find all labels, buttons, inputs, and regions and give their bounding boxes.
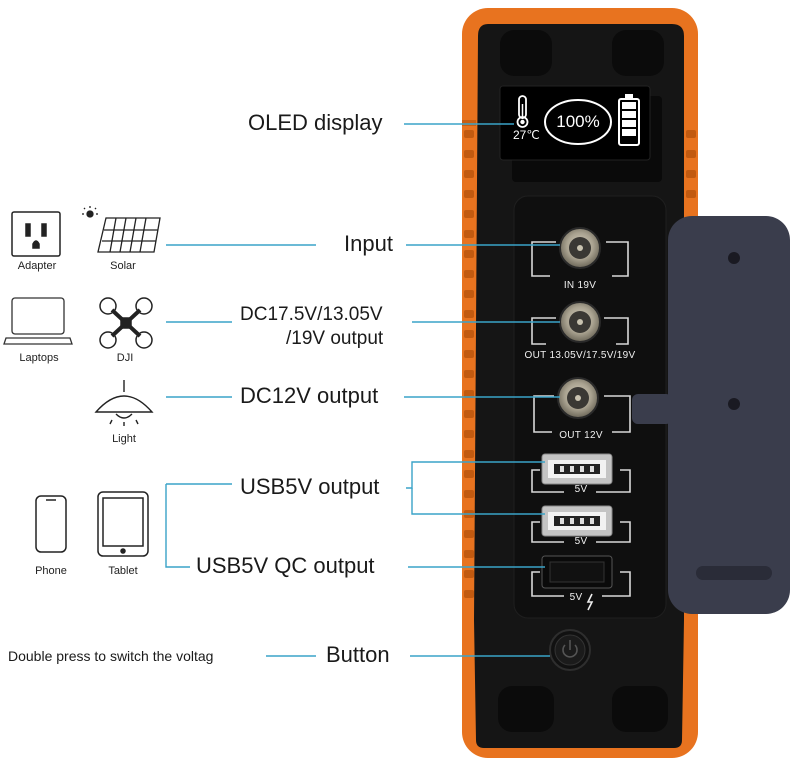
power-button[interactable]	[549, 629, 591, 671]
usb-qc-port[interactable]	[541, 555, 613, 589]
label-laptops: Laptops	[19, 352, 59, 364]
port-label-out-multi: OUT 13.05V/17.5V/19V	[524, 350, 636, 361]
dc-port-12v-output[interactable]	[557, 377, 599, 419]
label-phone: Phone	[35, 565, 67, 577]
oled-battery-percent: 100%	[556, 112, 600, 131]
label-solar: Solar	[110, 260, 136, 272]
callout-dc-output-line1: DC17.5V/13.05V	[240, 304, 383, 325]
button-note: Double press to switch the voltag	[8, 648, 214, 664]
power-icon	[562, 640, 578, 658]
dc-port-input[interactable]	[559, 227, 601, 269]
callout-input: Input	[344, 231, 393, 256]
callout-oled-display: OLED display	[248, 110, 383, 135]
oled-screen	[499, 85, 651, 161]
lightning-icon	[586, 593, 594, 611]
port-label-usb1: 5V	[574, 484, 588, 495]
mount-bracket	[632, 216, 790, 614]
port-label-usb2: 5V	[574, 536, 588, 547]
port-label-usb-qc: 5V	[569, 592, 583, 603]
thermometer-icon	[516, 95, 529, 128]
label-dji: DJI	[116, 352, 134, 364]
battery-icon	[618, 94, 640, 146]
solar-panel-icon	[82, 206, 161, 253]
callout-usb5v-qc-output: USB5V QC output	[196, 553, 375, 578]
label-adapter: Adapter	[17, 260, 57, 272]
laptop-icon	[3, 297, 73, 345]
port-frames	[531, 241, 631, 597]
outlet-icon	[11, 211, 61, 257]
callout-usb5v-output: USB5V output	[240, 474, 380, 499]
callout-dc12v-output: DC12V output	[240, 383, 379, 408]
usb-port-2[interactable]	[541, 505, 613, 537]
dc-port-multi-output[interactable]	[559, 301, 601, 343]
callout-button: Button	[326, 642, 390, 667]
drone-icon	[99, 297, 153, 349]
port-label-in: IN 19V	[563, 280, 597, 291]
lamp-icon	[94, 380, 154, 426]
label-tablet: Tablet	[108, 565, 138, 577]
label-light: Light	[112, 433, 136, 445]
phone-icon	[35, 495, 67, 553]
usb-port-1[interactable]	[541, 453, 613, 485]
leader-lines	[165, 123, 560, 657]
oled-temperature: 27℃	[513, 128, 540, 142]
callout-dc-output-line2: /19V output	[286, 328, 384, 349]
port-label-out-12v: OUT 12V	[559, 430, 603, 441]
tablet-icon	[97, 491, 149, 557]
